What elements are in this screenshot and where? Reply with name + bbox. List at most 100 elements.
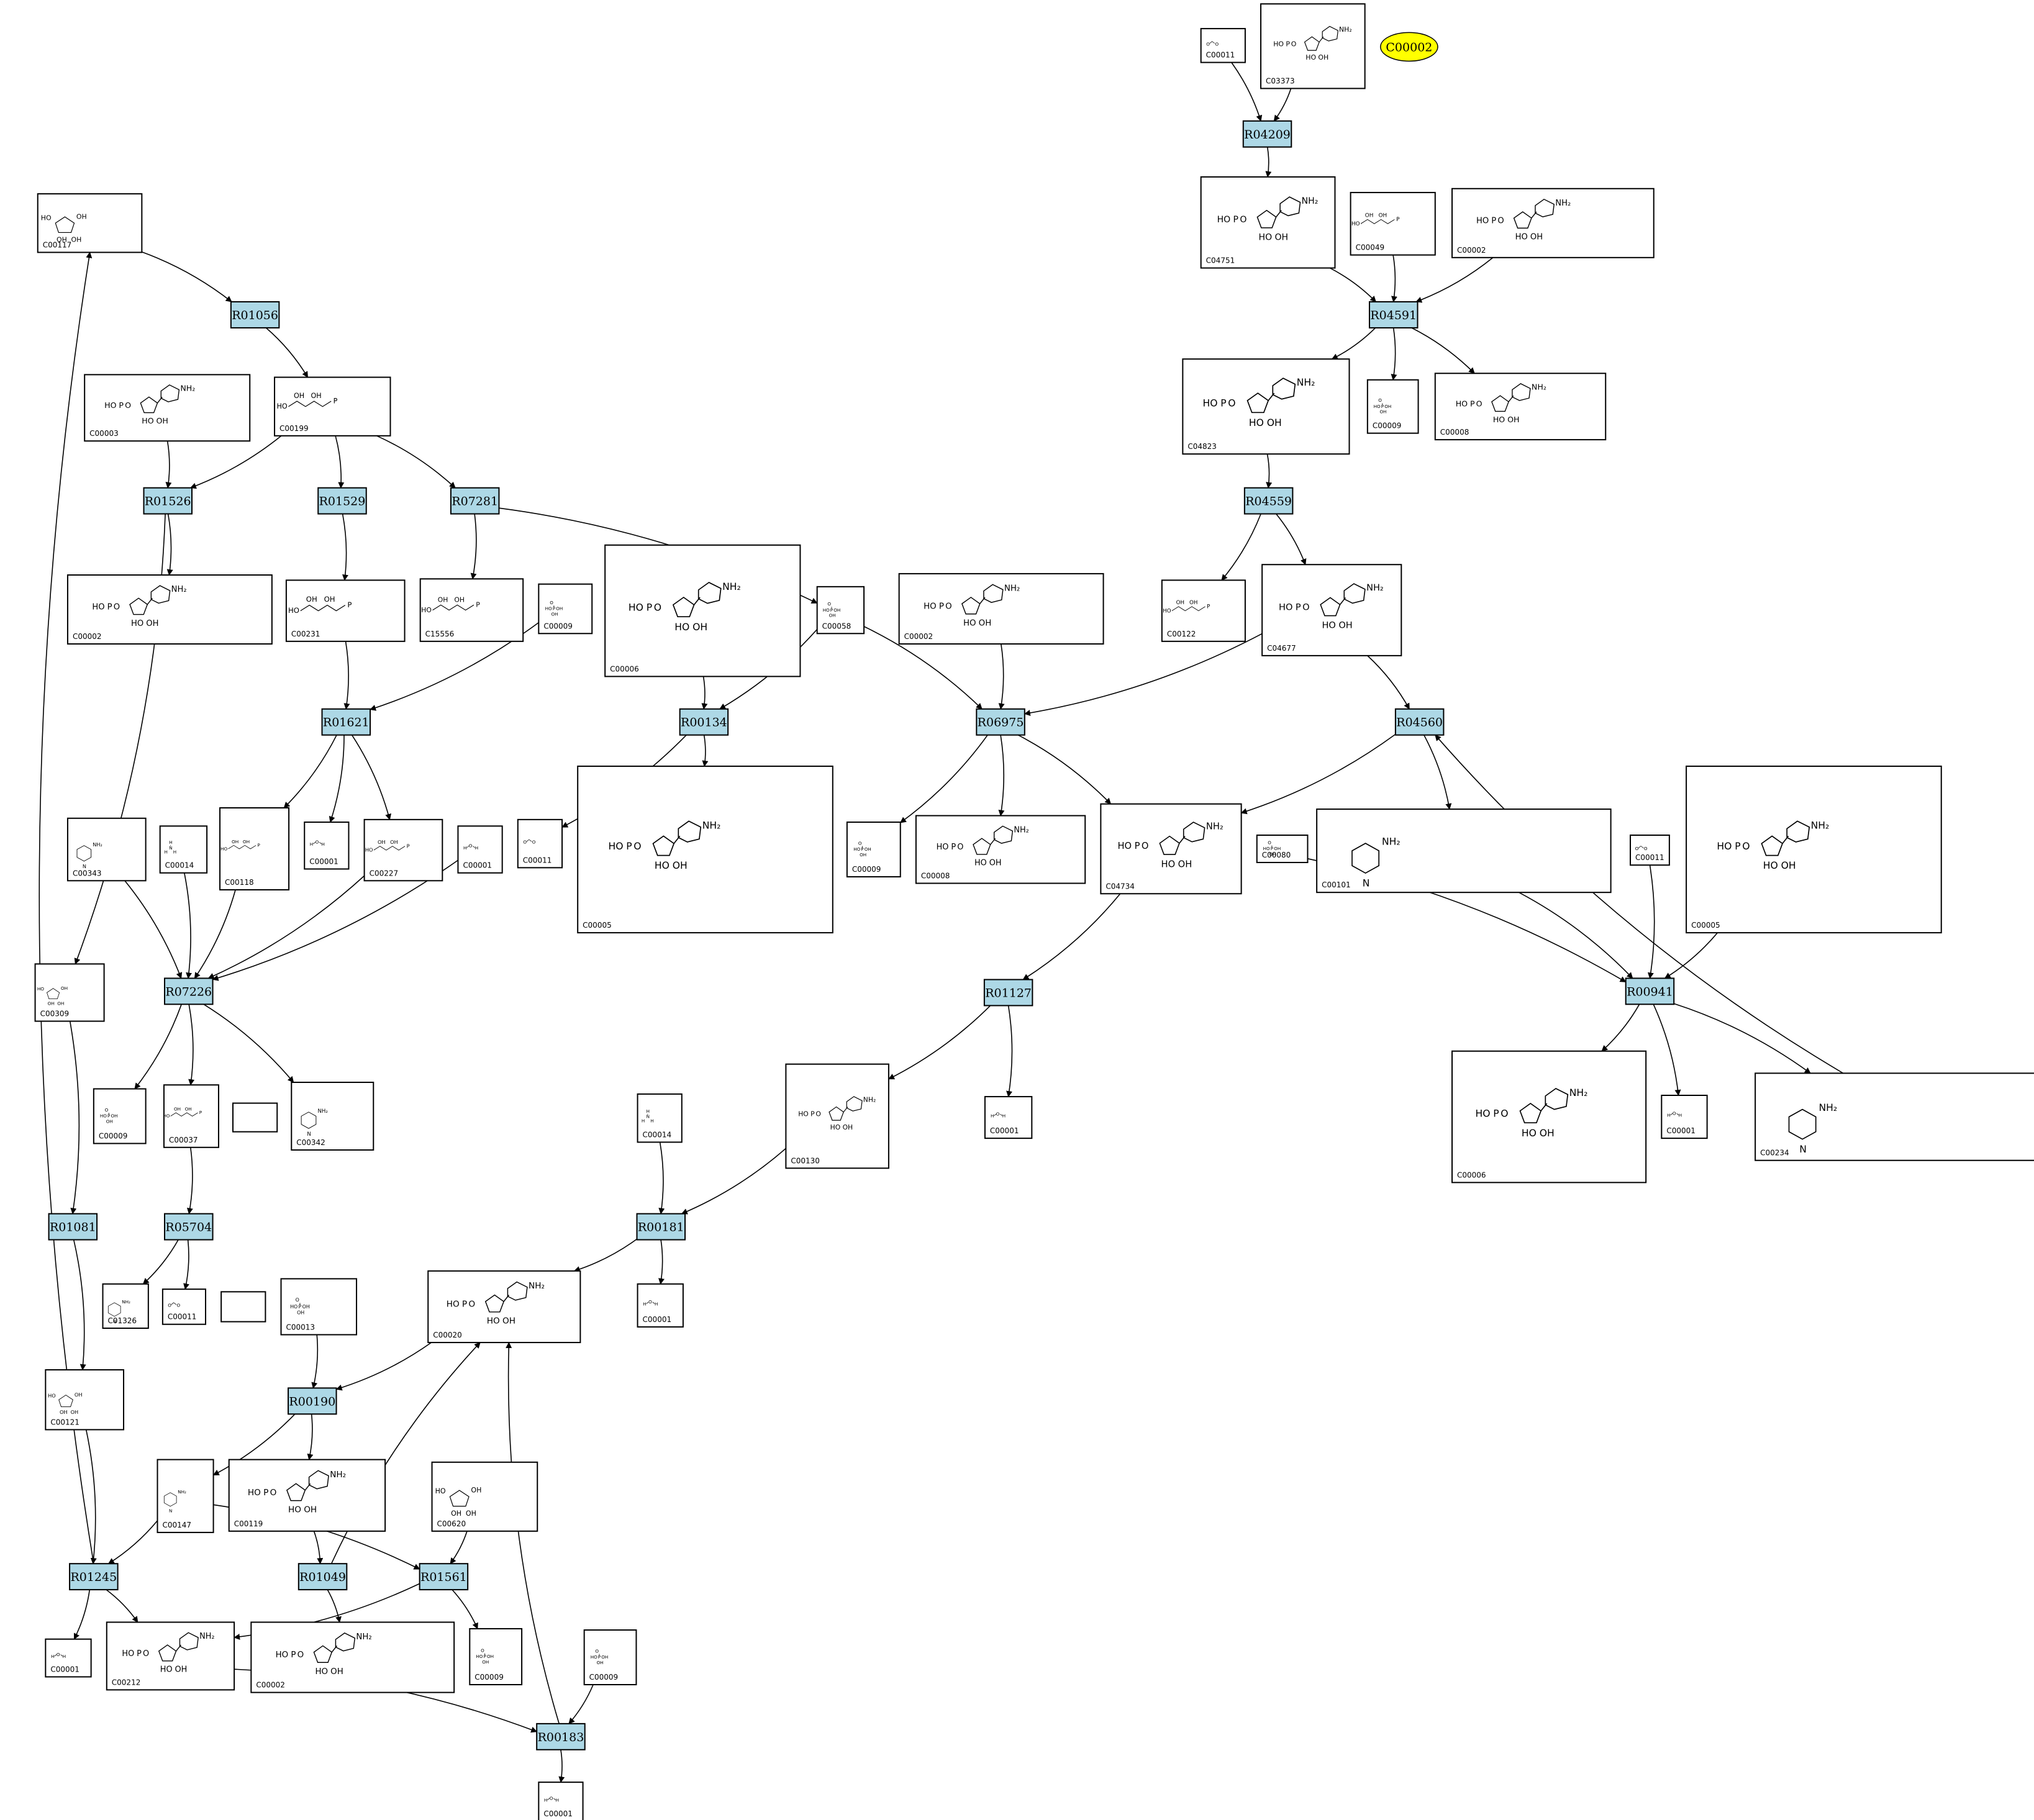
compound-node[interactable]: C00101 (1316, 808, 1612, 894)
compound-id-label: C00001 (463, 861, 492, 870)
compound-node[interactable]: C00008 (1434, 373, 1607, 441)
reaction-id-label: R01127 (985, 986, 1032, 1000)
compound-node[interactable]: C00309 (34, 963, 105, 1022)
reaction-node-r01081[interactable]: R01081 (48, 1213, 98, 1241)
reaction-node-r00941[interactable]: R00941 (1625, 977, 1675, 1005)
compound-node[interactable]: C00118 (219, 807, 290, 890)
compound-id-label: C00049 (1356, 243, 1385, 252)
compound-node[interactable]: C04677 (1261, 564, 1402, 656)
compound-node[interactable]: C00001 (984, 1096, 1033, 1139)
reaction-node-r01127[interactable]: R01127 (983, 979, 1033, 1007)
compound-node[interactable]: C00234 (1755, 1072, 2034, 1161)
compound-id-label: C00008 (921, 872, 950, 881)
compound-node[interactable]: C00130 (785, 1063, 889, 1169)
reaction-node-r01561[interactable]: R01561 (419, 1563, 469, 1591)
compound-node[interactable]: C00008 (915, 815, 1086, 884)
reaction-node-r00183[interactable]: R00183 (536, 1723, 586, 1750)
compound-node[interactable]: C00014 (159, 825, 208, 874)
compound-node[interactable]: C00006 (604, 544, 801, 677)
reaction-node-r01526[interactable]: R01526 (143, 487, 193, 515)
compound-node[interactable]: C00080 (1256, 834, 1309, 863)
compound-node[interactable]: C00058 (816, 586, 865, 635)
compound-node[interactable]: C00009 (1366, 379, 1419, 434)
reaction-node-r04560[interactable]: R04560 (1394, 708, 1445, 736)
compound-node[interactable]: C03373 (1260, 3, 1366, 89)
compound-node[interactable]: C00014 (637, 1093, 683, 1143)
compound-node[interactable]: C00342 (291, 1082, 375, 1151)
reaction-id-label: R01526 (145, 495, 191, 509)
edge-arrow (1276, 513, 1307, 566)
compound-node[interactable]: C00006 (1451, 1050, 1647, 1184)
compound-node[interactable]: C00231 (285, 579, 406, 642)
reaction-node-r04591[interactable]: R04591 (1368, 301, 1419, 328)
compound-node[interactable]: C00212 (106, 1621, 235, 1691)
compound-node[interactable]: C00001 (1661, 1094, 1708, 1139)
compound-node[interactable]: C00011 (517, 818, 563, 869)
compound-node[interactable]: C00620 (431, 1461, 538, 1532)
reaction-node-r00190[interactable]: R00190 (288, 1387, 337, 1415)
edge-arrow (1240, 733, 1396, 815)
compound-node[interactable]: C00009 (538, 583, 593, 635)
edge-arrow (69, 1021, 80, 1215)
reaction-box (983, 979, 1033, 1007)
reaction-node-r00181[interactable]: R00181 (636, 1213, 686, 1241)
compound-node[interactable]: C00002 (1451, 188, 1655, 258)
compound-node[interactable]: C01326 (102, 1283, 149, 1329)
compound-node[interactable]: C04823 (1182, 358, 1350, 455)
compound-node[interactable]: C00119 (228, 1459, 386, 1532)
compound-node[interactable]: C00001 (45, 1638, 92, 1678)
compound-node[interactable]: C00117 (37, 193, 143, 253)
reaction-node-r01245[interactable]: R01245 (69, 1563, 119, 1591)
reaction-node-r01049[interactable]: R01049 (297, 1563, 348, 1591)
reaction-node-r01056[interactable]: R01056 (230, 301, 280, 328)
compound-node[interactable]: C00001 (637, 1283, 684, 1328)
compound-node[interactable]: C00009 (93, 1088, 147, 1144)
compound-node[interactable]: C00005 (1686, 765, 1942, 934)
compound-node[interactable]: C00013 (280, 1278, 358, 1336)
compound-node[interactable]: C00227 (363, 818, 443, 882)
compound-node[interactable]: C00009 (469, 1628, 523, 1686)
compound-node[interactable]: C04751 (1200, 176, 1336, 269)
reaction-node-r04209[interactable]: R04209 (1242, 120, 1292, 148)
compound-box (1350, 192, 1436, 256)
compound-node[interactable]: C00005 (577, 765, 833, 934)
reaction-node-r06975[interactable]: R06975 (976, 708, 1025, 736)
compound-node[interactable]: C15556 (419, 578, 524, 642)
compound-node[interactable]: C00009 (583, 1629, 637, 1686)
edge-arrow (351, 735, 391, 820)
reaction-node-r01621[interactable]: R01621 (321, 708, 371, 736)
compound-node[interactable]: C00121 (45, 1369, 125, 1431)
compound-node[interactable]: C00002 (66, 574, 273, 645)
highlight-node[interactable]: C00002 (1380, 32, 1438, 62)
compound-node[interactable]: C00147 (157, 1459, 214, 1533)
reaction-node-r05704[interactable]: R05704 (164, 1213, 214, 1241)
compound-node[interactable]: C00001 (538, 1782, 584, 1820)
compound-node[interactable]: C00003 (84, 374, 251, 442)
compound-id-label: C00002 (73, 632, 102, 641)
reaction-id-label: R07281 (452, 495, 498, 509)
compound-node[interactable]: C00011 (1630, 834, 1670, 866)
compound-node[interactable]: C00002 (250, 1621, 455, 1693)
compound-id-label: C00009 (474, 1673, 504, 1682)
reaction-node-r07226[interactable]: R07226 (164, 977, 214, 1005)
compound-node[interactable]: C00037 (163, 1084, 219, 1148)
reaction-node-r07281[interactable]: R07281 (450, 487, 500, 515)
reaction-box (164, 977, 214, 1005)
compound-id-label: C00212 (112, 1678, 141, 1686)
compound-node[interactable]: C00011 (161, 1288, 207, 1325)
compound-node[interactable]: C00199 (274, 376, 391, 437)
compound-node[interactable]: C00343 (66, 817, 147, 882)
compound-node[interactable]: C00011 (1200, 28, 1246, 63)
compound-node[interactable]: C00122 (1161, 579, 1246, 642)
edge-arrow (39, 251, 94, 1564)
reaction-node-r04559[interactable]: R04559 (1243, 487, 1294, 515)
compound-node[interactable]: C00009 (846, 822, 901, 878)
compound-node[interactable]: C00020 (427, 1270, 581, 1344)
compound-node[interactable]: C00001 (457, 825, 503, 874)
compound-node[interactable]: C00002 (898, 573, 1104, 645)
reaction-node-r01529[interactable]: R01529 (317, 487, 367, 515)
compound-node[interactable]: C00001 (304, 822, 350, 870)
reaction-node-r00134[interactable]: R00134 (679, 708, 729, 736)
compound-node[interactable]: C00049 (1350, 192, 1436, 256)
compound-node[interactable]: C04734 (1100, 803, 1242, 895)
